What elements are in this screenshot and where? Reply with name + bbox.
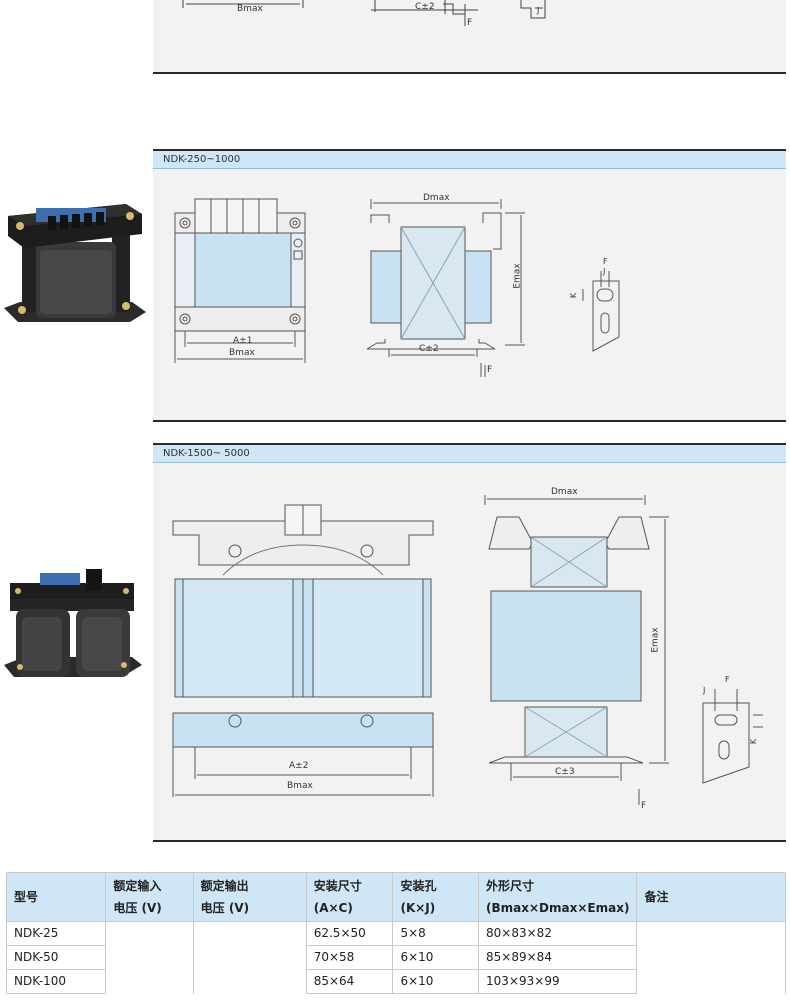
ndk-250-f-label: F [487,365,493,375]
ndk-1500-bmax-label: Bmax [287,781,313,791]
ndk-1500-dmax-label: Dmax [551,487,578,497]
ndk-250-dmax-label: Dmax [423,193,450,203]
ndk-250-c-label: C±2 [419,344,439,354]
panel-title-ndk-1500: NDK-1500~ 5000 [153,445,786,463]
cell-outer: 80×83×82 [478,921,638,946]
cell-input [105,945,194,970]
ndk-1500-a-label: A±2 [289,761,309,771]
cell-model: NDK-100 [5,969,107,994]
top-f-label: F [467,18,473,28]
cell-mount: 62.5×50 [305,921,394,946]
cell-model: NDK-50 [5,945,107,970]
top-j-label: J [537,6,540,15]
table-row: NDK-100 85×64 6×10 103×93×99 [5,969,786,994]
cell-hole: 6×10 [392,945,480,970]
ndk-1500-k-label: K [749,738,759,745]
ndk-1500-f2-label: F [725,675,730,684]
col-header-outer: 外形尺寸(Bmax×Dmax×Emax) [478,872,638,922]
top-partial-drawing [182,0,546,26]
cell-note [636,921,786,946]
col-header-hole: 安装孔(K×J) [392,872,480,922]
ndk-250-a-label: A±1 [233,336,253,346]
col-header-output: 额定输出电压 (V) [192,872,307,922]
cell-output [192,969,307,994]
ndk-1500-f-label: F [641,801,647,811]
cell-output [192,921,307,946]
ndk-250-bmax-label: Bmax [229,348,255,358]
col-header-model: 型号 [5,872,107,922]
transformer-small-illustration [4,204,146,322]
cell-mount: 70×58 [305,945,394,970]
ndk-1500-drawing [172,495,763,805]
cell-mount: 85×64 [305,969,394,994]
top-c-label: C±2 [415,2,435,12]
cell-input [105,921,194,946]
col-header-note: 备注 [636,872,786,922]
cell-output [192,945,307,970]
ndk-1500-emax-label: Emax [650,627,661,653]
table-row: NDK-25 62.5×50 5×8 80×83×82 [5,921,786,946]
ndk-250-emax-label: Emax [512,263,523,289]
transformer-large-illustration [4,569,142,677]
cell-outer: 103×93×99 [478,969,638,994]
top-bmax-label: Bmax [237,4,263,14]
table-header-row: 型号 额定输入电压 (V) 额定输出电压 (V) 安装尺寸(A×C) 安装孔(K… [5,872,786,922]
ndk-250-drawing [174,198,620,377]
transformer-photo-small [0,190,150,350]
cell-note [636,945,786,970]
drawing-panel-top: Bmax C±2 F J [153,0,786,74]
drawing-panel-ndk-250-1000: NDK-250~1000 [153,149,786,422]
table-row: NDK-50 70×58 6×10 85×89×84 [5,945,786,970]
cell-input [105,969,194,994]
cell-outer: 85×89×84 [478,945,638,970]
spec-table: 型号 额定输入电压 (V) 额定输出电压 (V) 安装尺寸(A×C) 安装孔(K… [5,872,786,994]
drawing-panel-ndk-1500-5000: NDK-1500~ 5000 [153,443,786,842]
col-header-input: 额定输入电压 (V) [105,872,194,922]
panel-title-ndk-250: NDK-250~1000 [153,151,786,169]
cell-note [636,969,786,994]
ndk-250-f2-label: F [603,257,608,266]
ndk-250-k-label: K [569,292,579,299]
ndk-250-j-label: J [603,267,606,276]
ndk-1500-j-label: J [703,686,706,695]
transformer-photo-large [0,565,145,715]
cell-model: NDK-25 [5,921,107,946]
col-header-mount: 安装尺寸(A×C) [305,872,394,922]
cell-hole: 6×10 [392,969,480,994]
ndk-1500-c-label: C±3 [555,767,575,777]
cell-hole: 5×8 [392,921,480,946]
